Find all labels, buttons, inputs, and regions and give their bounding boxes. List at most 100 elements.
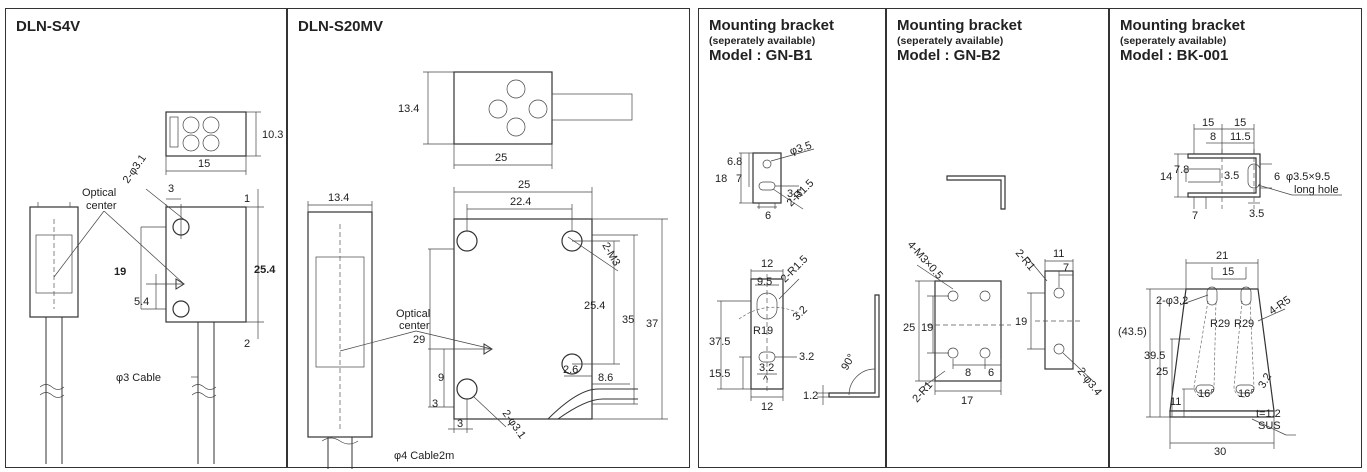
dim-label: 18 bbox=[715, 173, 727, 185]
dim-label: 21 bbox=[1216, 250, 1228, 262]
dim-label: 8 bbox=[965, 367, 971, 379]
panel-gn-b1: Mounting bracket (seperately available) … bbox=[698, 8, 886, 468]
dim-label: 2-φ3.1 bbox=[121, 152, 149, 185]
dim-label: 15 bbox=[198, 158, 210, 170]
bk-001-drawing: 15 15 8 11.5 14 7.8 3.5 6 φ3.5×9.5 long … bbox=[1118, 117, 1342, 458]
bracket-top-view bbox=[752, 152, 782, 204]
dim-label: 19 bbox=[1015, 316, 1027, 328]
panel-title: Mounting bracket bbox=[897, 17, 1023, 34]
dim-label: 6 bbox=[765, 210, 771, 222]
tapped-hole-icon bbox=[979, 347, 991, 359]
dim-label: 1.2 bbox=[803, 390, 818, 402]
dim-label: R29 bbox=[1210, 318, 1230, 330]
optical-center-label: center bbox=[86, 200, 117, 212]
dim-label: (43.5) bbox=[1118, 326, 1147, 338]
mount-hole-icon bbox=[456, 378, 478, 400]
dim-label: 9 bbox=[438, 372, 444, 384]
tapped-hole-icon bbox=[979, 290, 991, 302]
dim-label: 25.4 bbox=[254, 264, 276, 276]
dim-label: 5.4 bbox=[134, 296, 149, 308]
dim-label: 9.5 bbox=[757, 276, 772, 288]
bracket-profile bbox=[946, 175, 1006, 210]
dim-label: 14 bbox=[1160, 171, 1172, 183]
mount-hole-icon bbox=[456, 230, 478, 252]
dim-label: 30 bbox=[1214, 446, 1226, 458]
dim-label: 6 bbox=[988, 367, 994, 379]
panel-title: DLN-S4V bbox=[16, 18, 81, 35]
panel-title: Mounting bracket bbox=[1120, 17, 1246, 34]
dim-label: 15 bbox=[1234, 117, 1246, 129]
hole-icon bbox=[762, 159, 772, 169]
dim-label: 8.6 bbox=[598, 372, 613, 384]
dim-label: 13.4 bbox=[328, 192, 349, 204]
bracket-side-view bbox=[1044, 270, 1074, 370]
adjust-knob-icon bbox=[506, 117, 526, 137]
dim-label: 35 bbox=[622, 314, 634, 326]
dln-s4v-drawing: 10.3 15 3 2-φ3.1 19 5.4 Optical center bbox=[29, 111, 283, 464]
dim-label: 11 bbox=[1053, 248, 1064, 260]
dim-label: 3.2 bbox=[799, 351, 814, 363]
gn-b1-drawing: 18 6.8 7 φ3.5 3.5 6 2-R1.5 12 9.5 2-R1.5… bbox=[709, 140, 880, 413]
dim-label: 2 bbox=[244, 338, 250, 350]
dim-label: 3.2 bbox=[759, 362, 774, 374]
dim-label: φ3.5×9.5 bbox=[1286, 171, 1330, 183]
adjust-knob-icon bbox=[202, 134, 220, 152]
dim-label: 19 bbox=[114, 266, 126, 278]
dim-label: 2-R1.5 bbox=[779, 253, 811, 285]
top-view-body bbox=[453, 71, 553, 145]
indicator-led bbox=[169, 116, 179, 148]
bracket-side-view bbox=[828, 294, 880, 398]
dim-label: R19 bbox=[753, 325, 773, 337]
dim-label: 15 bbox=[1202, 117, 1214, 129]
long-hole-icon bbox=[1247, 163, 1261, 189]
dim-label: 3.5 bbox=[1224, 170, 1239, 182]
dim-label: 15.5 bbox=[709, 368, 730, 380]
panel-bk-001: Mounting bracket (seperately available) … bbox=[1109, 8, 1362, 468]
panel-subtitle: (seperately available) bbox=[709, 35, 816, 47]
dim-label: 11.5 bbox=[1230, 131, 1251, 143]
optical-center-label: Optical bbox=[82, 187, 116, 199]
dim-label: 2-φ3.4 bbox=[1075, 365, 1104, 398]
panel-title: Mounting bracket bbox=[709, 17, 835, 34]
dim-label: 13.4 bbox=[398, 103, 419, 115]
adjust-knob-icon bbox=[182, 116, 200, 134]
bracket-front-view bbox=[1169, 288, 1275, 412]
dim-label: 6 bbox=[1274, 171, 1280, 183]
dim-label: 10.3 bbox=[262, 129, 283, 141]
dim-label: 2-φ3.2 bbox=[1156, 295, 1188, 307]
dim-label: φ3.5 bbox=[788, 140, 813, 158]
dim-label: 4-R5 bbox=[1267, 294, 1293, 318]
adjust-knob-icon bbox=[506, 79, 526, 99]
dim-label: 1 bbox=[244, 193, 250, 205]
dim-label: 22.4 bbox=[510, 196, 531, 208]
dim-label: SUS bbox=[1258, 420, 1281, 432]
adjust-knob-icon bbox=[202, 116, 220, 134]
model-label: Model : BK-001 bbox=[1120, 47, 1229, 64]
panel-title: DLN-S20MV bbox=[298, 18, 384, 35]
dim-label: ^ bbox=[763, 374, 769, 386]
panel-gn-b2: Mounting bracket (seperately available) … bbox=[886, 8, 1109, 468]
dim-label: 3 bbox=[168, 183, 174, 195]
panel-dln-s4v: DLN-S4V 10.3 15 3 2-φ3.1 bbox=[5, 8, 287, 468]
dim-label: 25 bbox=[1156, 366, 1168, 378]
dim-label: long hole bbox=[1294, 184, 1339, 196]
optical-center-label: Optical bbox=[396, 308, 430, 320]
dim-label: 16° bbox=[1198, 388, 1215, 400]
dim-label: 16° bbox=[1238, 388, 1255, 400]
dln-s20mv-drawing: 13.4 25 13.4 25 22.4 2-M3 25.4 35 bbox=[307, 71, 668, 469]
adjust-knob-icon bbox=[528, 99, 548, 119]
dim-label: 3.5 bbox=[787, 188, 802, 200]
adjust-knob-icon bbox=[182, 134, 200, 152]
dim-label: 2.6 bbox=[563, 364, 578, 376]
dim-label: 3.5 bbox=[1249, 208, 1264, 220]
dim-label: 3 bbox=[432, 398, 438, 410]
dim-label: 37 bbox=[646, 318, 658, 330]
dim-label: 25 bbox=[495, 152, 507, 164]
dim-label: 4-M3×0.5 bbox=[905, 239, 945, 282]
dim-label: 12 bbox=[761, 258, 773, 270]
dim-label: R29 bbox=[1234, 318, 1254, 330]
hole-icon bbox=[1053, 287, 1065, 299]
dim-label: 25 bbox=[518, 179, 530, 191]
dim-label: 7 bbox=[736, 173, 742, 185]
dim-label: 15 bbox=[1222, 266, 1234, 278]
